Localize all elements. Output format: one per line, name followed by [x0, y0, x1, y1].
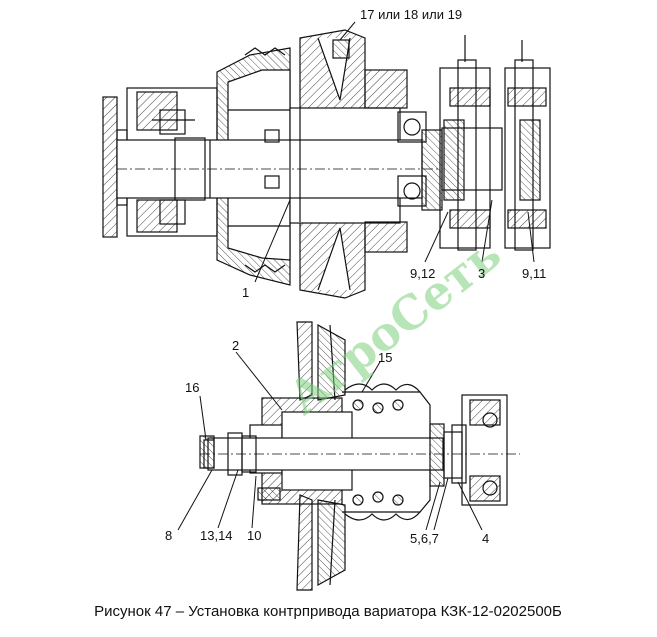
- bottom-assembly-drawing: [199, 321, 520, 591]
- top-assembly-drawing: [102, 29, 551, 299]
- bottom-leader-lines: [177, 351, 483, 531]
- callout-5-6-7: 5,6,7: [410, 531, 439, 546]
- top-leader-lines: [254, 21, 535, 283]
- callout-8: 8: [165, 528, 172, 543]
- callout-16: 16: [185, 380, 199, 395]
- callout-17-18-19: 17 или 18 или 19: [360, 7, 462, 22]
- callout-1: 1: [242, 285, 249, 300]
- callout-9-12: 9,12: [410, 266, 435, 281]
- callout-2: 2: [232, 338, 239, 353]
- callout-9-11: 9,11: [522, 266, 546, 281]
- callout-10: 10: [247, 528, 261, 543]
- callout-15: 15: [378, 350, 392, 365]
- callout-13-14: 13,14: [200, 528, 233, 543]
- callout-3: 3: [478, 266, 485, 281]
- callout-4: 4: [482, 531, 489, 546]
- figure-caption: Рисунок 47 – Установка контрпривода вари…: [94, 603, 562, 620]
